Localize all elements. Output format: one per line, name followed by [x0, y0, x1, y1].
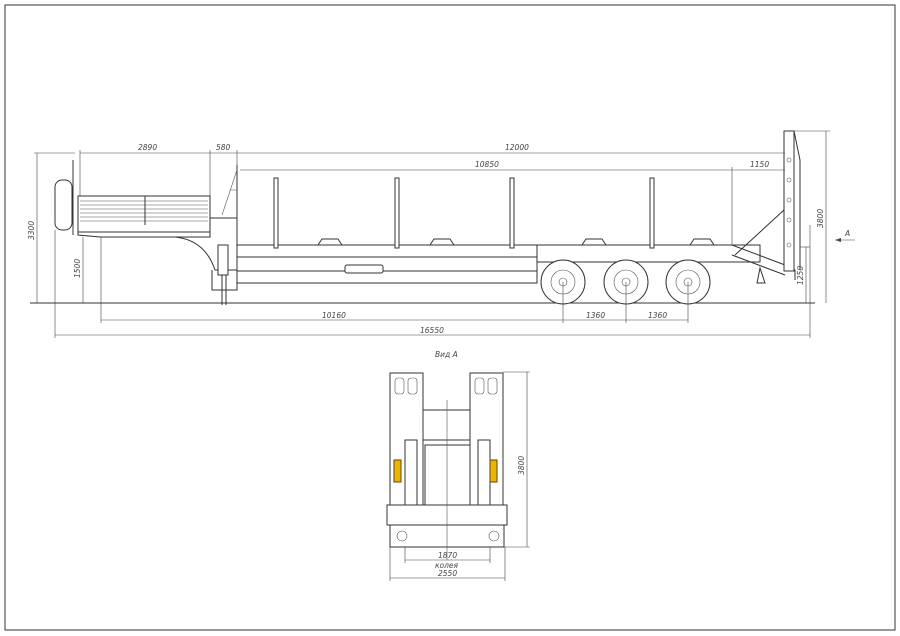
rear-lamp-right [489, 459, 498, 483]
dim-1500: 1500 [73, 259, 82, 278]
dim-1250: 1250 [796, 266, 805, 285]
spare-wheel [54, 179, 73, 231]
dim-3800: 3800 [816, 209, 825, 228]
dim-10850: 10850 [475, 160, 499, 169]
spring-left [404, 439, 418, 506]
rear-lamp-left [393, 459, 402, 483]
rear-ramp [783, 130, 795, 272]
track-label: колея [435, 561, 459, 570]
main-deck [236, 244, 538, 258]
dim-rear-3800: 3800 [517, 456, 526, 475]
dim-2550: 2550 [438, 569, 457, 578]
dim-12000: 12000 [505, 143, 529, 152]
landing-gear-spring [217, 244, 229, 276]
rear-view-title: Вид А [435, 350, 458, 359]
side-view [30, 130, 815, 305]
dim-2890: 2890 [138, 143, 157, 152]
dim-1360-a: 1360 [586, 311, 605, 320]
dim-3300: 3300 [27, 221, 36, 240]
wheels [540, 259, 711, 305]
rear-dimensions: 3800 1870 колея 2550 [389, 371, 530, 581]
side-dimensions: 2890 580 12000 10850 1150 3300 1500 3800… [27, 130, 855, 338]
sheet-border [4, 4, 896, 631]
dim-580: 580 [216, 143, 231, 152]
spring-right [477, 439, 491, 506]
dim-1870: 1870 [438, 551, 457, 560]
dim-1150: 1150 [750, 160, 769, 169]
view-marker-a: A [844, 229, 850, 238]
dim-16550: 16550 [420, 326, 444, 335]
deck-pads [317, 238, 715, 246]
rear-view: Вид А [386, 350, 508, 560]
gooseneck-rails [80, 196, 208, 225]
stakes [273, 177, 655, 249]
dim-1360-b: 1360 [648, 311, 667, 320]
dim-10160: 10160 [322, 311, 346, 320]
